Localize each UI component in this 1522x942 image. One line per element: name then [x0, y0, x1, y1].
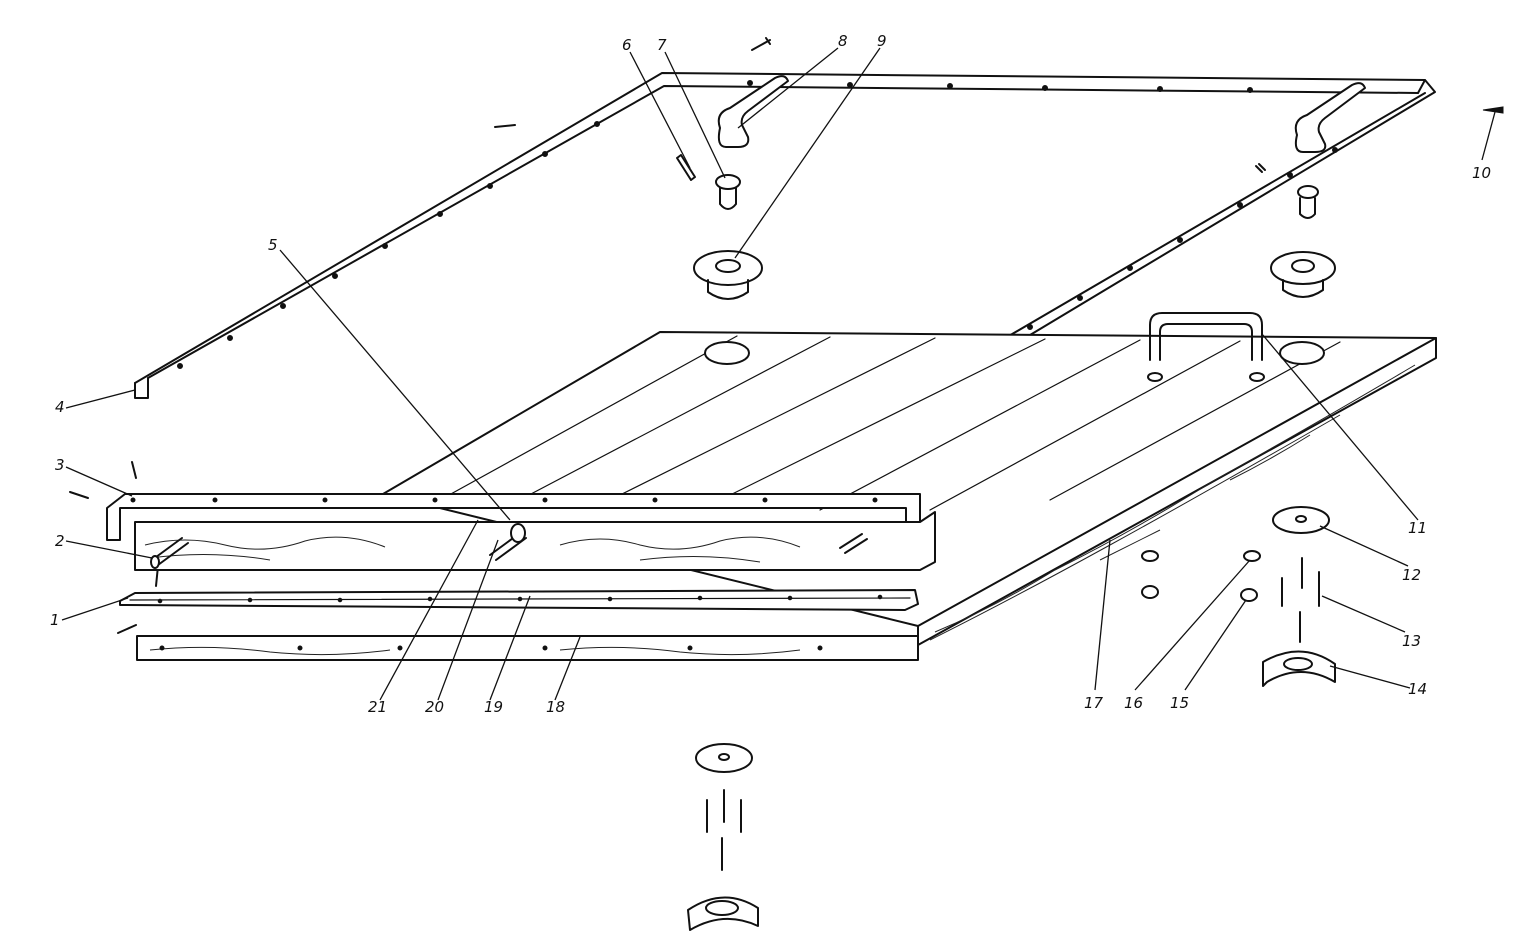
callout-18: 18 [546, 698, 565, 716]
nut-part-16 [1141, 550, 1261, 602]
callout-3: 3 [55, 456, 65, 474]
callout-5: 5 [268, 236, 278, 254]
callout-17: 17 [1084, 694, 1104, 712]
callout-labels: 1 2 3 4 5 6 7 8 9 10 11 12 13 14 15 16 1… [50, 32, 1491, 716]
threaded-stud-right [839, 533, 868, 554]
callout-19: 19 [484, 698, 503, 716]
washer-bottom [695, 743, 753, 773]
washer-part-12 [1272, 506, 1330, 534]
frame-handle-left [717, 75, 789, 148]
front-wood-rail [134, 511, 936, 571]
bolt-right [1255, 163, 1319, 219]
main-board [382, 331, 1437, 646]
callout-21: 21 [368, 698, 387, 716]
callout-20: 20 [425, 698, 444, 716]
screws-scattered [69, 37, 1504, 634]
bolt-part-7 [715, 174, 741, 210]
callout-7: 7 [657, 36, 667, 54]
callout-6: 6 [622, 36, 632, 54]
pin-part-6 [676, 154, 696, 181]
leader-lines [61, 47, 1496, 701]
callout-4: 4 [55, 398, 65, 416]
threaded-stud-left [150, 537, 189, 569]
callout-2: 2 [55, 532, 65, 550]
callout-15: 15 [1170, 694, 1189, 712]
callout-12: 12 [1402, 566, 1421, 584]
callout-16: 16 [1124, 694, 1143, 712]
callout-8: 8 [838, 32, 848, 50]
bushing-right [1270, 251, 1336, 298]
foot-bottom [687, 896, 759, 931]
callout-9: 9 [877, 32, 887, 50]
board-handle [1147, 312, 1265, 382]
callout-14: 14 [1408, 680, 1427, 698]
callout-13: 13 [1402, 632, 1421, 650]
frame-handle-right [1294, 82, 1366, 153]
screws-bottom [706, 789, 742, 871]
foot-part-14 [1262, 650, 1336, 687]
piano-hinge [119, 589, 919, 611]
callout-11: 11 [1408, 519, 1427, 537]
callout-1: 1 [50, 611, 60, 629]
bushing-left [693, 250, 763, 300]
threaded-stud-center [489, 523, 527, 561]
callout-10: 10 [1472, 164, 1491, 182]
screws-part-13 [1281, 557, 1320, 643]
bottom-wood-board [136, 635, 919, 661]
